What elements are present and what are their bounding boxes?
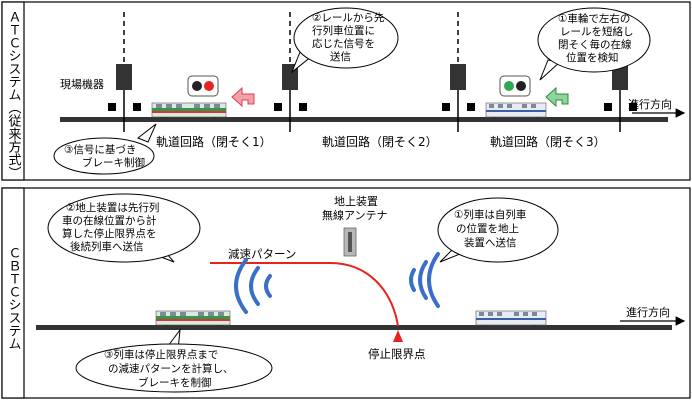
trackside-equipment-4 bbox=[604, 64, 637, 132]
atc-label-box bbox=[1, 1, 25, 181]
atc-direction-label: 進行方向 bbox=[628, 97, 672, 111]
green-signal bbox=[499, 75, 531, 97]
cbtc-train-1 bbox=[155, 310, 231, 328]
ground-unit-label-2: 無線アンテナ bbox=[322, 208, 388, 222]
callout-cbtc-report: ①列車は自列車 の位置を地上 装置へ送信 bbox=[437, 197, 559, 263]
svg-text:①車輪で左右の レールを短絡し 閉そ: ①車輪で左右の レールを短絡し 閉そく毎の在線 位置を検知 bbox=[558, 12, 637, 64]
trackside-equipment-1 bbox=[108, 64, 141, 132]
radio-waves-left bbox=[234, 258, 272, 314]
svg-text:②地上装置は先行列 車の在線位置から計: ②地上装置は先行列 車の在線位置から計 算した停止限界点を 後続列車へ送信 bbox=[62, 201, 163, 253]
callout-atc-detect-line-1: ①車輪で左右の bbox=[558, 12, 630, 25]
track-circuit-2: 軌道回路（閉そく2） bbox=[322, 134, 438, 149]
track-circuit-3: 軌道回路（閉そく3） bbox=[490, 134, 606, 149]
red-signal bbox=[187, 75, 219, 97]
callout-atc-signal-line-3: 応じた信号を bbox=[312, 37, 375, 50]
callout-cbtc-report-line-2: の位置を地上 bbox=[456, 222, 519, 235]
cbtc-label-box bbox=[1, 187, 25, 399]
callout-atc-brake: ③信号に基づき ブレーキ制御 bbox=[53, 123, 157, 175]
svg-text:②レールから先 行列車位置に 応じた: ②レールから先 行列車位置に 応じた信号を 送信 bbox=[312, 12, 388, 63]
callout-cbtc-brake-line-3: ブレーキを制御 bbox=[138, 376, 212, 389]
signal-arrow-red bbox=[231, 86, 255, 108]
atc-train-1 bbox=[151, 102, 227, 120]
cbtc-rail bbox=[36, 325, 672, 330]
callout-atc-detect-line-4: 位置を検知 bbox=[566, 51, 619, 64]
green-signal-lamp bbox=[504, 81, 514, 91]
atc-train-2 bbox=[485, 102, 547, 120]
callout-cbtc-calc: ②地上装置は先行列 車の在線位置から計 算した停止限界点を 後続列車へ送信 bbox=[47, 193, 201, 263]
atc-section-title: ＡＴＣシステム（従来方式） bbox=[6, 10, 22, 179]
signal-arrow-green bbox=[545, 86, 569, 108]
callout-atc-detect-line-2: レールを短絡し bbox=[560, 25, 634, 38]
svg-text:①列車は自列車 の位置を地上 装置へ: ①列車は自列車 の位置を地上 装置へ送信 bbox=[454, 208, 530, 249]
atc-rail bbox=[60, 117, 668, 122]
callout-atc-brake-line-2: ブレーキ制御 bbox=[82, 156, 145, 169]
callout-atc-brake-line-1: ③信号に基づき bbox=[64, 143, 136, 156]
stop-point-marker bbox=[393, 330, 403, 342]
track-circuit-1: 軌道回路（閉そく1） bbox=[156, 134, 272, 149]
decel-pattern-label: 減速パターン bbox=[228, 247, 296, 261]
radio-waves-right bbox=[409, 252, 440, 308]
callout-cbtc-calc-line-1: ②地上装置は先行列 bbox=[66, 201, 159, 214]
callout-atc-signal-line-1: ②レールから先 bbox=[312, 12, 384, 24]
callout-cbtc-report-line-3: 装置へ送信 bbox=[464, 236, 517, 249]
svg-text:③列車は停止限界点まで の減速パターンを計算し、: ③列車は停止限界点まで の減速パターンを計算し、 ブレーキを制御 bbox=[104, 348, 237, 389]
cbtc-section-title: ＣＢＴＣシステム bbox=[6, 246, 21, 350]
cbtc-train-2 bbox=[475, 310, 547, 328]
callout-cbtc-calc-line-2: 車の在線位置から計 bbox=[62, 214, 157, 227]
callout-atc-signal-line-2: 行列車位置に bbox=[312, 24, 375, 37]
callout-atc-detect: ①車輪で左右の レールを短絡し 閉そく毎の在線 位置を検知 bbox=[537, 7, 651, 81]
callout-cbtc-brake-line-1: ③列車は停止限界点まで bbox=[104, 348, 218, 361]
svg-text:③信号に基づき ブレーキ制御: ③信号に基づき ブレーキ制御 bbox=[64, 143, 145, 169]
ground-antenna bbox=[343, 227, 357, 257]
cbtc-direction-label: 進行方向 bbox=[626, 305, 670, 319]
callout-atc-signal: ②レールから先 行列車位置に 応じた信号を 送信 bbox=[290, 7, 399, 74]
callout-cbtc-brake: ③列車は停止限界点まで の減速パターンを計算し、 ブレーキを制御 bbox=[75, 328, 273, 393]
callout-cbtc-brake-line-2: の減速パターンを計算し、 bbox=[108, 362, 233, 375]
trackside-equipment-3 bbox=[442, 64, 475, 132]
field-equipment-label: 現場機器 bbox=[60, 77, 104, 91]
red-signal-lamp bbox=[204, 81, 214, 91]
callout-cbtc-calc-line-3: 算した停止限界点を bbox=[62, 227, 157, 240]
decel-pattern-curve bbox=[210, 262, 399, 327]
callout-cbtc-report-line-1: ①列車は自列車 bbox=[454, 208, 526, 221]
stop-point-label: 停止限界点 bbox=[368, 347, 426, 361]
callout-atc-signal-line-4: 送信 bbox=[330, 50, 351, 63]
ground-unit-label-1: 地上装置 bbox=[334, 195, 378, 208]
callout-atc-detect-line-3: 閉そく毎の在線 bbox=[558, 38, 632, 51]
callout-cbtc-calc-line-4: 後続列車へ送信 bbox=[70, 240, 144, 253]
